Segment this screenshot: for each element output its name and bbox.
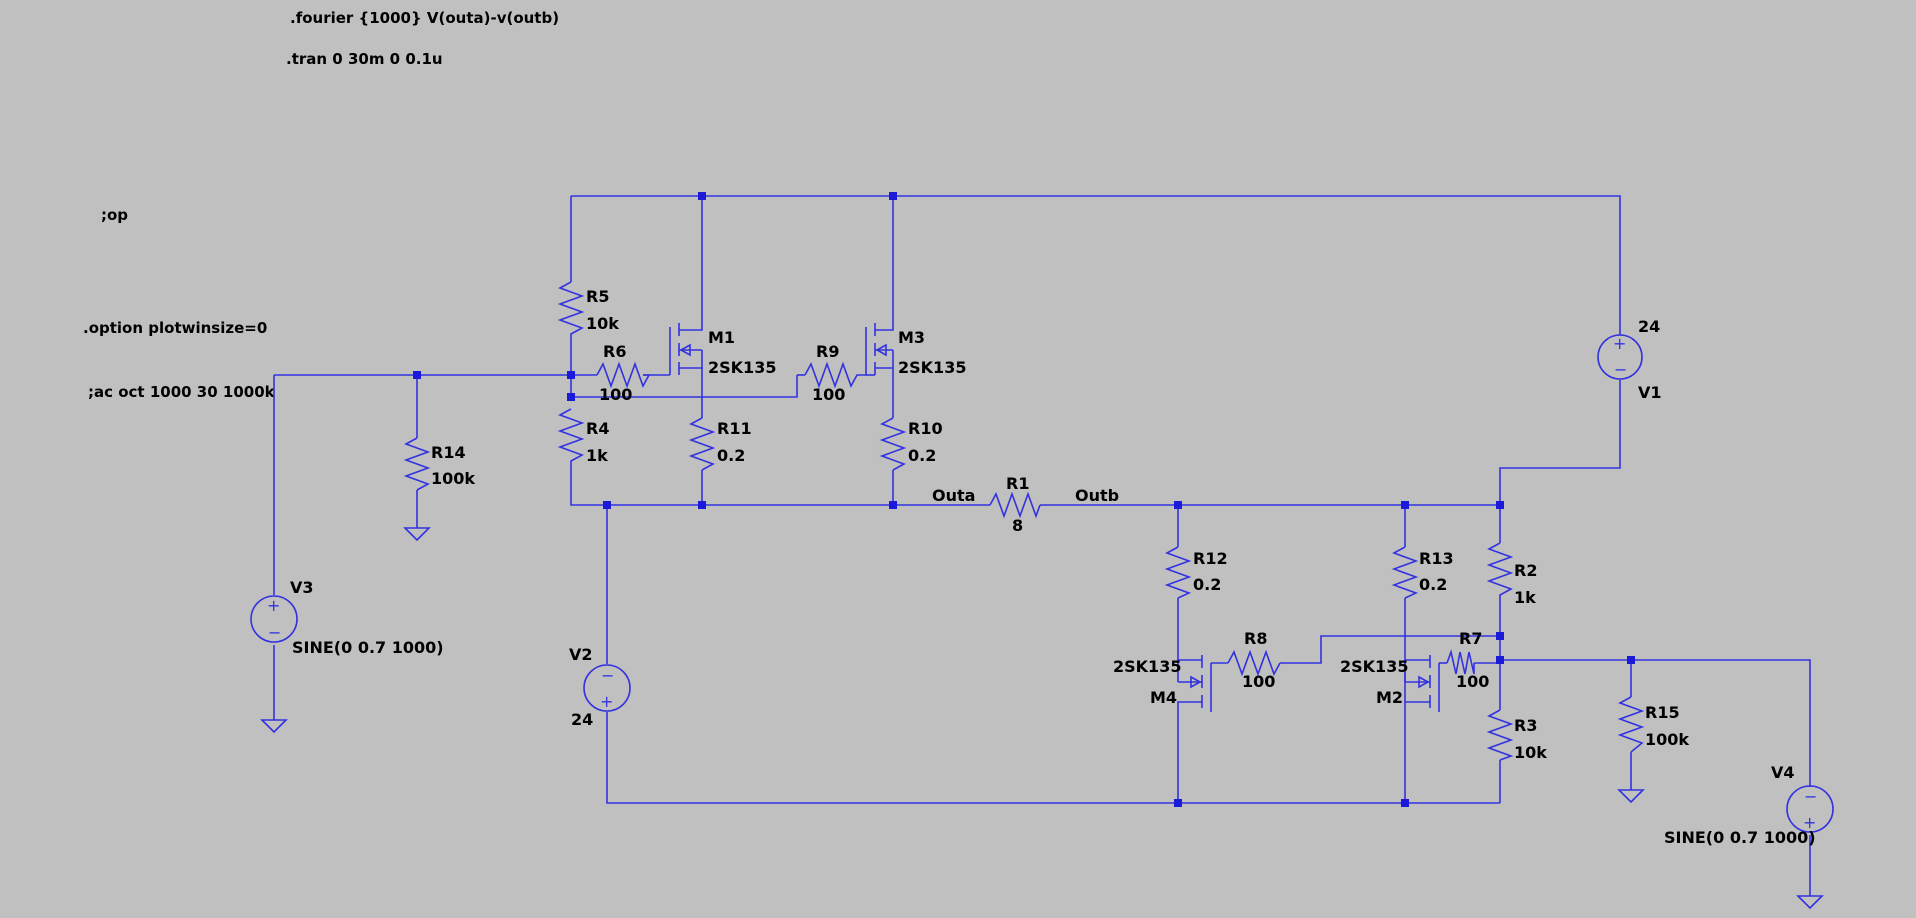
option-directive[interactable]: .option plotwinsize=0 (83, 319, 267, 337)
resistor-r4[interactable] (557, 408, 585, 470)
resistor-r11[interactable] (688, 417, 716, 471)
r7-value: 100 (1456, 672, 1489, 691)
m1-name: M1 (708, 328, 735, 347)
minus-sign: − (1804, 787, 1817, 806)
r13-name: R13 (1419, 549, 1454, 568)
mosfet-m1[interactable] (669, 318, 703, 375)
m2-model: 2SK135 (1340, 657, 1408, 676)
v2-value: 24 (571, 710, 593, 729)
r8-value: 100 (1242, 672, 1275, 691)
r5-name: R5 (586, 287, 609, 306)
m4-name: M4 (1150, 688, 1177, 707)
v4-name: V4 (1771, 763, 1795, 782)
v4-value: SINE(0 0.7 1000) (1664, 828, 1816, 847)
r14-name: R14 (431, 443, 466, 462)
resistor-r8[interactable] (1227, 649, 1281, 677)
voltage-source-v4[interactable]: − + (1786, 785, 1834, 833)
v3-value: SINE(0 0.7 1000) (292, 638, 444, 657)
resistor-r1[interactable] (989, 491, 1041, 519)
plus-sign: + (267, 596, 280, 615)
r3-name: R3 (1514, 716, 1537, 735)
resistor-r13[interactable] (1391, 546, 1419, 599)
mosfet-m4[interactable] (1177, 655, 1212, 712)
ground-symbol (403, 527, 431, 542)
m3-model: 2SK135 (898, 358, 966, 377)
v1-value: 24 (1638, 317, 1660, 336)
resistor-r14[interactable] (403, 437, 431, 491)
ground-symbol (1617, 789, 1645, 804)
resistor-r9[interactable] (804, 361, 866, 389)
r10-name: R10 (908, 419, 943, 438)
r6-name: R6 (603, 342, 626, 361)
mosfet-m2[interactable] (1404, 655, 1440, 712)
r6-value: 100 (599, 385, 632, 404)
r15-value: 100k (1645, 730, 1689, 749)
net-label-outa: Outa (932, 486, 975, 505)
r12-value: 0.2 (1193, 575, 1221, 594)
junction-dots (413, 192, 1635, 807)
voltage-source-v1[interactable]: + − (1597, 334, 1643, 380)
v1-name: V1 (1638, 383, 1662, 402)
r2-value: 1k (1514, 588, 1536, 607)
op-directive[interactable]: ;op (101, 206, 128, 224)
r4-value: 1k (586, 446, 608, 465)
voltage-source-v3[interactable]: + − (250, 595, 298, 643)
r13-value: 0.2 (1419, 575, 1447, 594)
minus-sign: − (601, 666, 614, 685)
m3-name: M3 (898, 328, 925, 347)
r7-name: R7 (1459, 629, 1482, 648)
r8-name: R8 (1244, 629, 1267, 648)
m2-name: M2 (1376, 688, 1403, 707)
plus-sign: + (1613, 334, 1626, 353)
voltage-source-v2[interactable]: − + (583, 664, 631, 712)
r9-value: 100 (812, 385, 845, 404)
resistor-r6[interactable] (596, 361, 651, 389)
ground-symbol (1796, 895, 1824, 910)
ground-symbol (260, 719, 288, 734)
fourier-directive[interactable]: .fourier {1000} V(outa)-v(outb) (290, 9, 559, 27)
r2-name: R2 (1514, 561, 1537, 580)
minus-sign: − (268, 623, 281, 642)
r3-value: 10k (1514, 743, 1547, 762)
r15-name: R15 (1645, 703, 1680, 722)
r1-value: 8 (1012, 516, 1023, 535)
r5-value: 10k (586, 314, 619, 333)
v3-name: V3 (290, 578, 314, 597)
minus-sign: − (1614, 360, 1627, 379)
plus-sign: + (600, 692, 613, 711)
resistor-r3[interactable] (1486, 709, 1514, 761)
resistor-r10[interactable] (879, 417, 907, 471)
r9-name: R9 (816, 342, 839, 361)
resistor-r7[interactable] (1446, 649, 1475, 675)
resistor-r5[interactable] (557, 281, 585, 346)
r10-value: 0.2 (908, 446, 936, 465)
ac-directive[interactable]: ;ac oct 1000 30 1000k (88, 383, 276, 401)
resistor-r12[interactable] (1164, 546, 1192, 599)
wires[interactable] (273, 195, 1811, 896)
r12-name: R12 (1193, 549, 1228, 568)
plus-sign: + (1803, 813, 1816, 832)
r11-value: 0.2 (717, 446, 745, 465)
r14-value: 100k (431, 469, 475, 488)
resistor-r15[interactable] (1617, 696, 1645, 753)
mosfet-m3[interactable] (865, 318, 894, 375)
resistor-r2[interactable] (1486, 542, 1514, 604)
r1-name: R1 (1006, 474, 1029, 493)
v2-name: V2 (569, 645, 593, 664)
m4-model: 2SK135 (1113, 657, 1181, 676)
m1-model: 2SK135 (708, 358, 776, 377)
r11-name: R11 (717, 419, 752, 438)
r4-name: R4 (586, 419, 609, 438)
tran-directive[interactable]: .tran 0 30m 0 0.1u (286, 50, 443, 68)
net-label-outb: Outb (1075, 486, 1119, 505)
